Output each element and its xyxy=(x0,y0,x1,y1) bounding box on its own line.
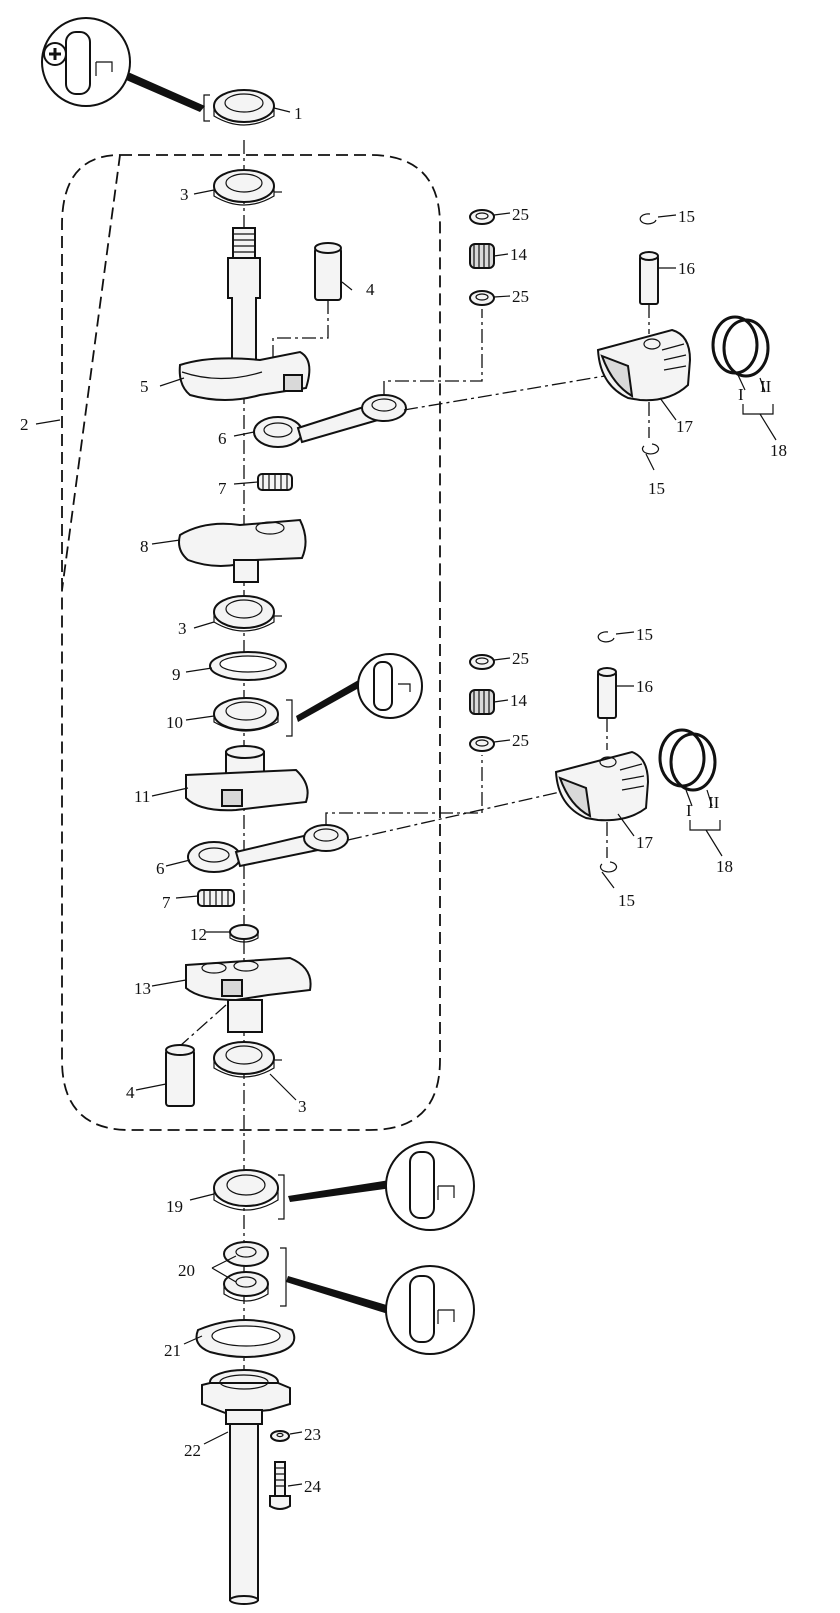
label-part-23: 23 xyxy=(304,1425,321,1444)
part-6-connecting-rod-bottom xyxy=(187,824,349,873)
label-part-15: 15 xyxy=(678,207,695,226)
label-part-25: 25 xyxy=(512,731,529,750)
part-4-dowel-pin-top xyxy=(314,242,342,301)
part-8-crank-web xyxy=(178,518,307,583)
part-7-needle-bearing-bottom xyxy=(197,889,235,907)
label-part-18: 18 xyxy=(770,441,787,460)
ring-label-first: I xyxy=(686,801,692,820)
part-14-needle-bearing-top xyxy=(469,243,495,269)
label-part-22: 22 xyxy=(184,1441,201,1460)
label-part-19: 19 xyxy=(166,1197,183,1216)
label-part-7: 7 xyxy=(162,893,171,912)
part-15-circlip-bottom-b xyxy=(599,861,618,873)
part-12-washer xyxy=(229,924,259,943)
label-part-14: 14 xyxy=(510,691,528,710)
label-part-4: 4 xyxy=(126,1083,135,1102)
label-part-25: 25 xyxy=(512,649,529,668)
part-15-circlip-bottom-a xyxy=(597,631,615,643)
part-21-gasket xyxy=(195,1319,296,1358)
label-part-3: 3 xyxy=(298,1097,307,1116)
part-17-piston-bottom xyxy=(554,750,650,822)
label-part-7: 7 xyxy=(218,479,227,498)
label-part-10: 10 xyxy=(166,713,183,732)
label-part-25: 25 xyxy=(512,287,529,306)
part-16-piston-pin-bottom xyxy=(597,667,617,719)
label-part-4: 4 xyxy=(366,280,375,299)
label-part-15: 15 xyxy=(618,891,635,910)
part-23-washer xyxy=(270,1430,290,1442)
label-part-5: 5 xyxy=(140,377,149,396)
label-part-1: 1 xyxy=(294,104,303,123)
part-3-bearing-bottom xyxy=(213,1041,282,1078)
label-part-16: 16 xyxy=(636,677,653,696)
part-5-crank-web xyxy=(178,350,311,401)
lubricate-plus-icon xyxy=(41,17,205,112)
part-16-piston-pin-top xyxy=(639,251,659,305)
leader-lines xyxy=(35,107,677,1487)
part-22-lower-housing xyxy=(201,1369,291,1605)
part-15-circlip-top-b xyxy=(641,443,660,455)
label-part-3: 3 xyxy=(178,619,187,638)
part-1-bearing xyxy=(213,89,275,126)
label-part-15: 15 xyxy=(648,479,665,498)
label-part-16: 16 xyxy=(678,259,695,278)
label-part-6: 6 xyxy=(218,429,227,448)
lubricate-icon xyxy=(288,1141,475,1231)
label-part-17: 17 xyxy=(636,833,654,852)
part-18-piston-rings-top xyxy=(711,315,770,378)
part-19-bearing xyxy=(213,1169,279,1211)
part-20-oil-seals xyxy=(223,1241,269,1302)
label-part-8: 8 xyxy=(140,537,149,556)
lubricate-icon xyxy=(296,653,423,722)
assembly-boundary xyxy=(61,154,441,1131)
part-14-needle-bearing-bottom xyxy=(469,689,495,715)
label-part-3: 3 xyxy=(180,185,189,204)
part-15-circlip-top-a xyxy=(639,213,657,225)
part-7-needle-bearing-top xyxy=(257,473,293,491)
crankshaft-upper-shaft xyxy=(227,227,261,369)
label-part-18: 18 xyxy=(716,857,733,876)
part-24-bolt xyxy=(269,1461,291,1510)
part-17-piston-top xyxy=(596,328,692,402)
part-25-washer-bottom-a xyxy=(469,654,495,670)
ring-label-second: II xyxy=(708,793,720,812)
label-part-12: 12 xyxy=(190,925,207,944)
part-3-bearing-top xyxy=(213,169,282,206)
label-part-24: 24 xyxy=(304,1477,322,1496)
label-part-17: 17 xyxy=(676,417,694,436)
part-6-connecting-rod-top xyxy=(253,394,407,448)
ring-label-second: II xyxy=(760,377,772,396)
label-part-25: 25 xyxy=(512,205,529,224)
part-11-crank-web xyxy=(185,745,309,812)
label-part-9: 9 xyxy=(172,665,181,684)
part-25-washer-bottom-b xyxy=(469,736,495,752)
lubricate-icon xyxy=(286,1265,475,1355)
label-part-13: 13 xyxy=(134,979,151,998)
label-part-14: 14 xyxy=(510,245,528,264)
label-part-15: 15 xyxy=(636,625,653,644)
ring-label-first: I xyxy=(738,385,744,404)
part-10-seal xyxy=(213,697,279,732)
part-25-washer-top-a xyxy=(469,209,495,225)
part-4-dowel-pin-bottom xyxy=(165,1044,195,1107)
part-9-snap-ring xyxy=(209,651,287,681)
label-part-6: 6 xyxy=(156,859,165,878)
part-3-bearing-middle xyxy=(213,595,282,632)
label-part-11: 11 xyxy=(134,787,150,806)
part-18-piston-rings-bottom xyxy=(658,728,717,792)
label-part-21: 21 xyxy=(164,1341,181,1360)
label-part-2: 2 xyxy=(20,415,29,434)
part-13-crank-web xyxy=(185,956,312,1033)
part-25-washer-top-b xyxy=(469,290,495,306)
label-part-20: 20 xyxy=(178,1261,195,1280)
